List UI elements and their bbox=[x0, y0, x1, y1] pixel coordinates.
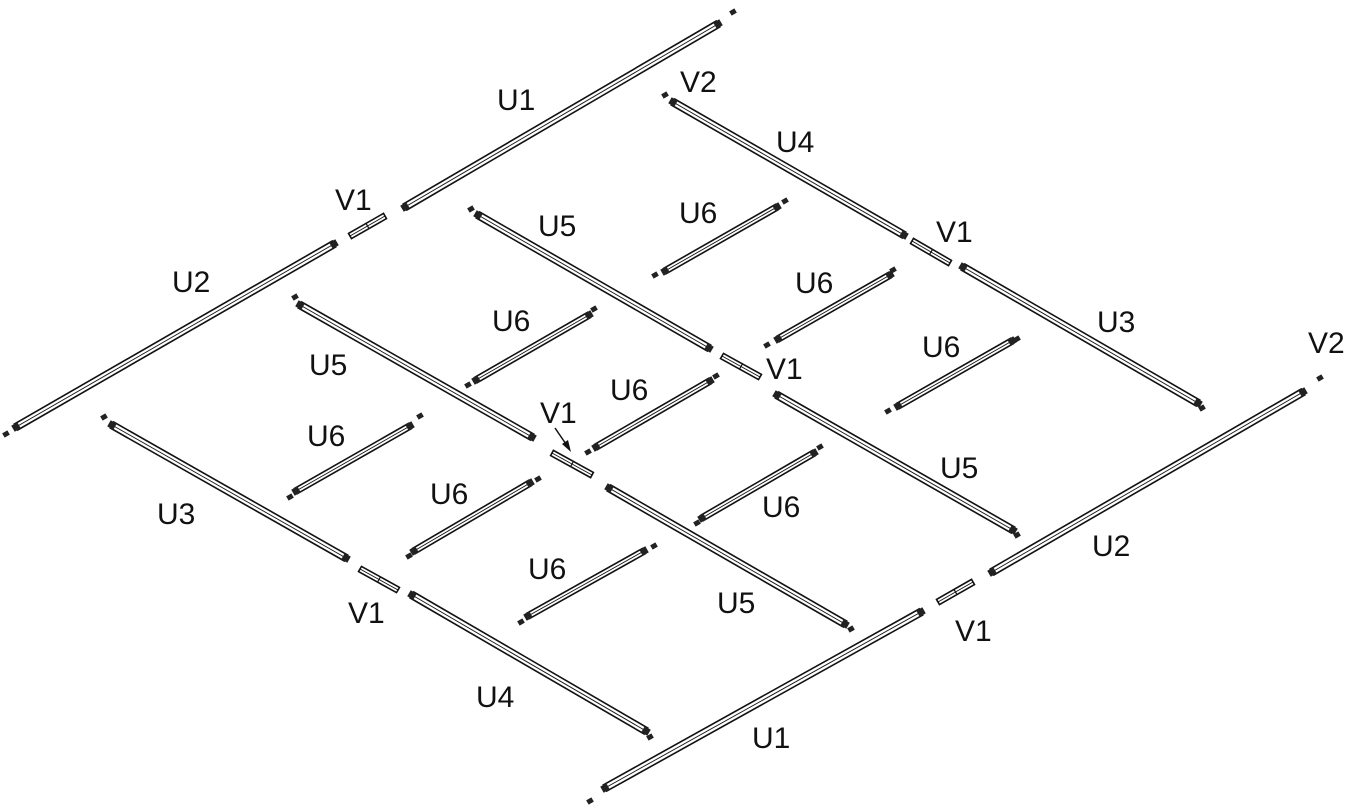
connector-piece bbox=[534, 475, 542, 483]
connector-piece bbox=[405, 552, 413, 560]
beam-u5-b bbox=[295, 300, 537, 442]
connector-piece bbox=[590, 305, 598, 313]
label-u6-a: U6 bbox=[679, 197, 717, 230]
beam-u5-d bbox=[604, 483, 850, 629]
beam-v1-lower-right bbox=[935, 578, 976, 606]
label-u5-d: U5 bbox=[717, 587, 755, 620]
beam-u5-c bbox=[772, 390, 1018, 535]
beam-u1-top bbox=[400, 19, 723, 212]
label-u6-i: U6 bbox=[528, 553, 566, 586]
connector-piece bbox=[1316, 374, 1324, 382]
label-u2-left: U2 bbox=[172, 266, 210, 299]
connector-piece bbox=[651, 271, 659, 279]
label-u6-c: U6 bbox=[922, 331, 960, 364]
connector-piece bbox=[847, 625, 855, 633]
beam-u3-right bbox=[958, 262, 1203, 408]
connector-piece bbox=[1013, 531, 1021, 539]
connector-piece bbox=[100, 413, 108, 421]
v1-center-arrow bbox=[554, 427, 571, 452]
label-v1-lower-right: V1 bbox=[955, 615, 992, 648]
frame-members bbox=[2, 8, 1324, 805]
label-v2-right: V2 bbox=[1308, 327, 1345, 360]
beam-v1-upper-right bbox=[909, 237, 953, 267]
beam-u6-a bbox=[660, 202, 782, 276]
connector-piece bbox=[584, 448, 592, 456]
connector-piece bbox=[467, 205, 475, 213]
label-u6-g: U6 bbox=[762, 491, 800, 524]
beam-u1-bottom bbox=[600, 607, 926, 793]
connector-piece bbox=[586, 797, 594, 805]
label-u6-e: U6 bbox=[610, 374, 648, 407]
connector-piece bbox=[763, 341, 771, 349]
beam-u6-g bbox=[697, 448, 819, 523]
beam-u6-c bbox=[893, 336, 1017, 411]
label-u4-top: U4 bbox=[776, 126, 814, 159]
beam-u6-i bbox=[523, 546, 649, 621]
beam-u6-f bbox=[291, 421, 415, 496]
label-u5-a: U5 bbox=[538, 210, 576, 243]
connector-piece bbox=[693, 519, 701, 527]
beam-u5-a bbox=[473, 210, 714, 353]
label-v1-center: V1 bbox=[540, 397, 577, 430]
label-v1-lower-left: V1 bbox=[348, 597, 385, 630]
connector-piece bbox=[2, 430, 10, 438]
connector-piece bbox=[416, 412, 424, 420]
label-u6-f: U6 bbox=[307, 420, 345, 453]
beam-v1-center-right bbox=[719, 352, 763, 381]
connector-piece bbox=[286, 493, 294, 501]
connector-piece bbox=[884, 407, 892, 415]
beam-u4-bottom bbox=[407, 590, 651, 736]
label-u6-d: U6 bbox=[492, 305, 530, 338]
beam-v1-upper-left bbox=[347, 212, 388, 240]
label-u2-right: U2 bbox=[1092, 530, 1130, 563]
beam-u6-h bbox=[409, 478, 535, 556]
beam-u6-e bbox=[591, 376, 715, 452]
connector-piece bbox=[781, 197, 789, 205]
connector-piece bbox=[712, 372, 720, 380]
beam-u2-right bbox=[987, 387, 1308, 577]
connector-piece bbox=[291, 293, 299, 301]
label-u5-c: U5 bbox=[940, 452, 978, 485]
label-v1-center-right: V1 bbox=[766, 353, 803, 386]
beam-u6-b bbox=[773, 270, 895, 344]
label-v2-top: V2 bbox=[680, 66, 717, 99]
label-v1-upper-left: V1 bbox=[335, 184, 372, 217]
connector-piece bbox=[729, 8, 737, 16]
label-u3-right: U3 bbox=[1097, 306, 1135, 339]
label-u4-bottom: U4 bbox=[476, 681, 514, 714]
connector-piece bbox=[816, 443, 824, 451]
connector-piece bbox=[646, 733, 654, 741]
label-v1-upper-right: V1 bbox=[936, 216, 973, 249]
label-u6-h: U6 bbox=[430, 478, 468, 511]
beam-u4-top bbox=[668, 97, 909, 240]
label-u3-left: U3 bbox=[157, 498, 195, 531]
connector-piece bbox=[650, 542, 658, 550]
beam-u6-d bbox=[471, 310, 594, 385]
label-u6-b: U6 bbox=[795, 267, 833, 300]
beam-u2-left bbox=[11, 239, 339, 432]
label-u5-b: U5 bbox=[309, 349, 347, 382]
beam-v1-lower-left bbox=[357, 565, 401, 594]
connector-piece bbox=[1198, 404, 1206, 412]
beam-u3-left bbox=[107, 420, 351, 563]
connector-piece bbox=[889, 266, 897, 274]
connector-piece bbox=[661, 91, 669, 99]
label-u1-top: U1 bbox=[497, 84, 535, 117]
part-labels: U1 U1 U2 U2 U3 U3 U4 U4 U5 U5 U5 U5 U6 U… bbox=[157, 66, 1345, 755]
connector-piece bbox=[464, 381, 472, 389]
connector-piece bbox=[517, 618, 525, 626]
label-u1-bottom: U1 bbox=[752, 722, 790, 755]
connector-piece bbox=[1013, 335, 1021, 343]
beam-v1-center bbox=[549, 449, 595, 479]
